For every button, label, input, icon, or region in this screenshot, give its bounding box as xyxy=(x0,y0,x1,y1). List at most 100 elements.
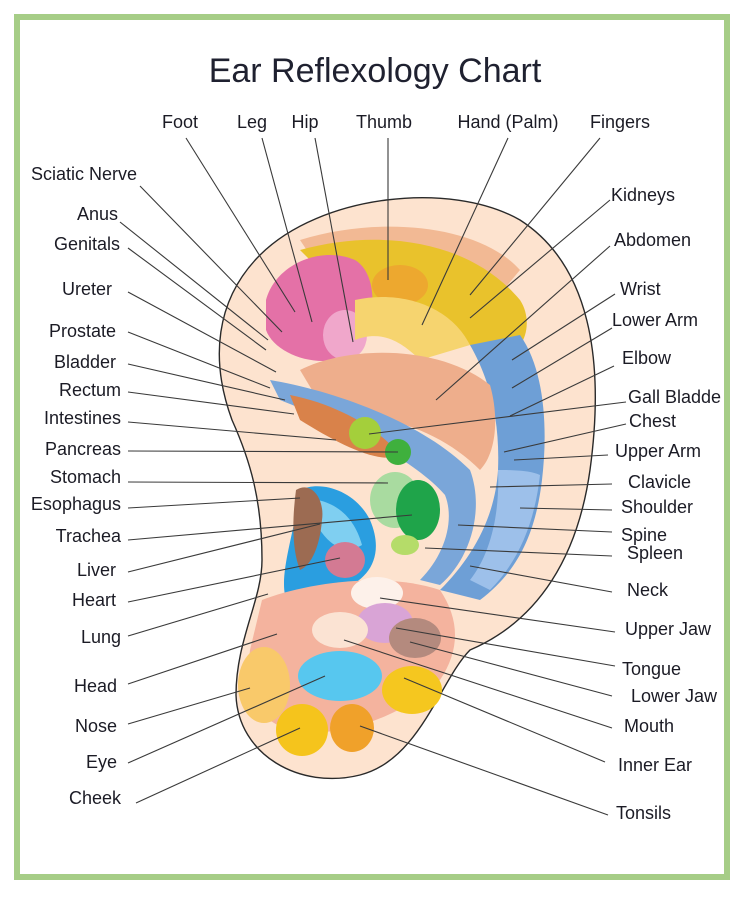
shoulder-region xyxy=(470,470,540,590)
line-mouth xyxy=(343,639,613,729)
line-bladder xyxy=(127,363,286,401)
line-gall-bladder xyxy=(368,401,627,435)
label-sciatic-nerve: Sciatic Nerve xyxy=(31,164,137,184)
label-mouth: Mouth xyxy=(624,716,674,736)
label-elbow: Elbow xyxy=(622,348,672,368)
label-heart: Heart xyxy=(72,590,116,610)
label-clavicle: Clavicle xyxy=(628,472,691,492)
line-elbow xyxy=(509,365,615,417)
label-eye: Eye xyxy=(86,752,117,772)
label-esophagus: Esophagus xyxy=(31,494,121,514)
label-lower-jaw: Lower Jaw xyxy=(631,686,718,706)
label-ureter: Ureter xyxy=(62,279,112,299)
line-upper-jaw xyxy=(379,597,616,633)
mouth-region xyxy=(312,612,368,648)
label-kidneys: Kidneys xyxy=(611,185,675,205)
label-bladder: Bladder xyxy=(54,352,116,372)
esophagus-region xyxy=(293,487,323,570)
label-nose: Nose xyxy=(75,716,117,736)
line-anus xyxy=(119,221,269,341)
line-head xyxy=(127,633,278,685)
label-spleen: Spleen xyxy=(627,543,683,563)
line-prostate xyxy=(127,331,271,389)
line-chest xyxy=(503,423,627,453)
label-hand-palm: Hand (Palm) xyxy=(457,112,558,132)
label-cheek: Cheek xyxy=(69,788,122,808)
label-wrist: Wrist xyxy=(620,279,661,299)
line-liver xyxy=(127,523,321,573)
label-stomach: Stomach xyxy=(50,467,121,487)
label-gall-bladder: Gall Bladde xyxy=(628,387,721,407)
label-head: Head xyxy=(74,676,117,696)
line-heart xyxy=(127,557,341,603)
line-stomach xyxy=(127,481,389,484)
label-rectum: Rectum xyxy=(59,380,121,400)
line-rectum xyxy=(127,391,295,415)
label-tongue: Tongue xyxy=(622,659,681,679)
label-shoulder: Shoulder xyxy=(621,497,693,517)
label-thumb: Thumb xyxy=(356,112,412,132)
line-clavicle xyxy=(489,483,613,488)
label-inner-ear: Inner Ear xyxy=(618,755,692,775)
line-lower-jaw xyxy=(409,641,613,697)
cheek-region xyxy=(330,704,374,752)
line-ureter xyxy=(127,291,277,373)
head-region xyxy=(238,647,290,723)
label-liver: Liver xyxy=(77,560,116,580)
line-tongue xyxy=(395,627,616,667)
line-eye xyxy=(127,675,326,764)
line-trachea xyxy=(127,514,413,541)
trachea-region xyxy=(318,500,362,550)
line-nose xyxy=(127,687,251,725)
liver-region xyxy=(396,480,440,540)
label-fingers: Fingers xyxy=(590,112,650,132)
line-intestines xyxy=(127,421,337,441)
label-trachea: Trachea xyxy=(56,526,122,546)
line-kidneys xyxy=(469,199,611,319)
label-prostate: Prostate xyxy=(49,321,116,341)
line-upper-arm xyxy=(513,454,609,461)
line-foot xyxy=(185,137,296,313)
spleen-region xyxy=(391,535,419,555)
line-spine xyxy=(457,524,613,533)
label-tonsils: Tonsils xyxy=(616,803,671,823)
heart-region xyxy=(325,542,365,578)
label-intestines: Intestines xyxy=(44,408,121,428)
line-lung xyxy=(127,593,269,637)
line-neck xyxy=(469,565,613,593)
line-abdomen xyxy=(435,245,611,401)
line-genitals xyxy=(127,247,267,351)
label-upper-arm: Upper Arm xyxy=(615,441,701,461)
label-neck: Neck xyxy=(627,580,669,600)
label-lower-arm: Lower Arm xyxy=(612,310,698,330)
label-foot: Foot xyxy=(162,112,198,132)
eye-region xyxy=(276,704,328,756)
line-hand xyxy=(421,137,509,326)
label-genitals: Genitals xyxy=(54,234,120,254)
line-lower-arm xyxy=(511,327,613,389)
line-sciatic xyxy=(139,185,283,333)
labels: Foot Leg Hip Thumb Hand (Palm) Fingers S… xyxy=(31,112,721,823)
label-pancreas: Pancreas xyxy=(45,439,121,459)
label-upper-jaw: Upper Jaw xyxy=(625,619,712,639)
nose-region xyxy=(298,651,382,701)
lower-jaw-region xyxy=(389,618,441,658)
label-abdomen: Abdomen xyxy=(614,230,691,250)
line-inner-ear xyxy=(403,677,606,763)
line-spleen xyxy=(424,547,613,557)
line-shoulder xyxy=(519,507,613,511)
thumb-region xyxy=(372,265,428,305)
chart-title: Ear Reflexology Chart xyxy=(208,52,542,90)
label-chest: Chest xyxy=(629,411,676,431)
label-spine: Spine xyxy=(621,525,667,545)
upper-jaw-region xyxy=(351,577,403,609)
label-hip: Hip xyxy=(291,112,318,132)
hand-region xyxy=(355,297,470,360)
line-wrist xyxy=(511,293,616,361)
abdomen-region xyxy=(300,352,496,470)
line-pancreas xyxy=(127,450,399,453)
line-hip xyxy=(314,137,354,343)
line-esophagus xyxy=(127,497,301,509)
label-anus: Anus xyxy=(77,204,118,224)
